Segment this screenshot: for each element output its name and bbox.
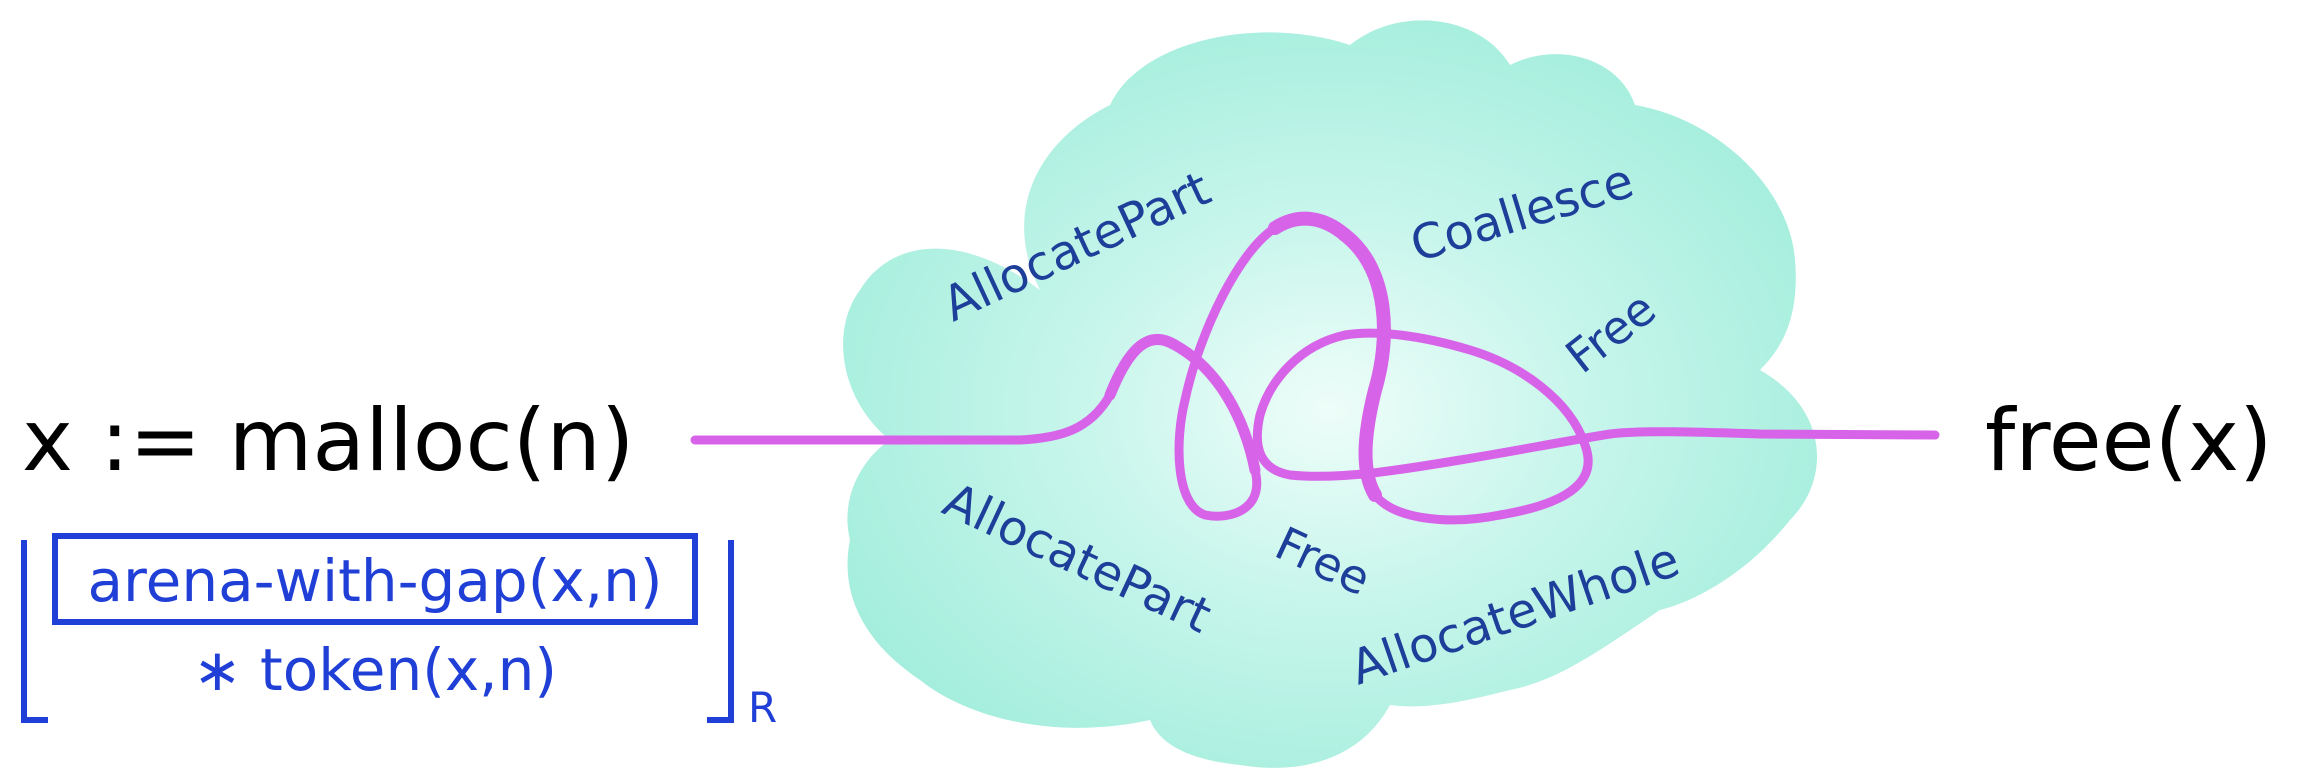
token-term: ∗ token(x,n) (193, 636, 557, 704)
trace-ribbon (690, 211, 1940, 525)
free-statement: free(x) (1985, 391, 2273, 491)
interference-cloud (843, 20, 1818, 768)
rely-subscript: R (748, 683, 777, 732)
rely-assertion: arena-with-gap(x,n) ∗ token(x,n) R (21, 533, 777, 732)
arena-with-gap-term: arena-with-gap(x,n) (88, 547, 663, 615)
malloc-statement: x := malloc(n) (22, 391, 634, 491)
floor-bracket-left (21, 540, 48, 723)
boxed-term-frame (52, 533, 698, 625)
floor-bracket-right (707, 540, 734, 723)
